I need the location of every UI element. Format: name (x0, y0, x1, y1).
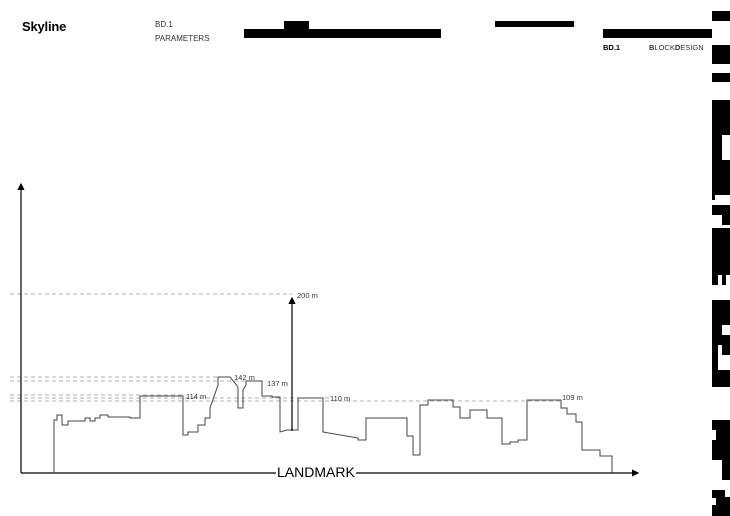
page-title: Skyline (22, 19, 67, 34)
header-graphic-bar (244, 29, 441, 38)
header-graphic-bar (603, 29, 712, 38)
document-code: BD.1 (155, 20, 173, 29)
brand-part: ESIGN (680, 43, 704, 52)
height-label-110: 110 m (330, 394, 350, 403)
height-label-142: 142 m (234, 373, 255, 382)
brand-name: BLOCKDESIGN (649, 43, 704, 52)
header-graphic-bar (495, 21, 574, 27)
skyline-outline (53, 376, 613, 473)
height-label-137: 137 m (267, 379, 288, 388)
axis-label-landmark: LANDMARK (276, 464, 356, 480)
brand-initial: B (649, 43, 655, 52)
brand-initial: D (674, 43, 681, 52)
document-subtitle: PARAMETERS (155, 34, 210, 43)
height-label-114: 114 m (186, 392, 206, 401)
height-label-200: 200 m (297, 291, 318, 300)
header-graphic-bar (284, 21, 309, 30)
brand-code: BD.1 (603, 43, 621, 52)
brand-part: LOCK (654, 43, 675, 52)
height-label-109: 109 m (562, 393, 583, 402)
